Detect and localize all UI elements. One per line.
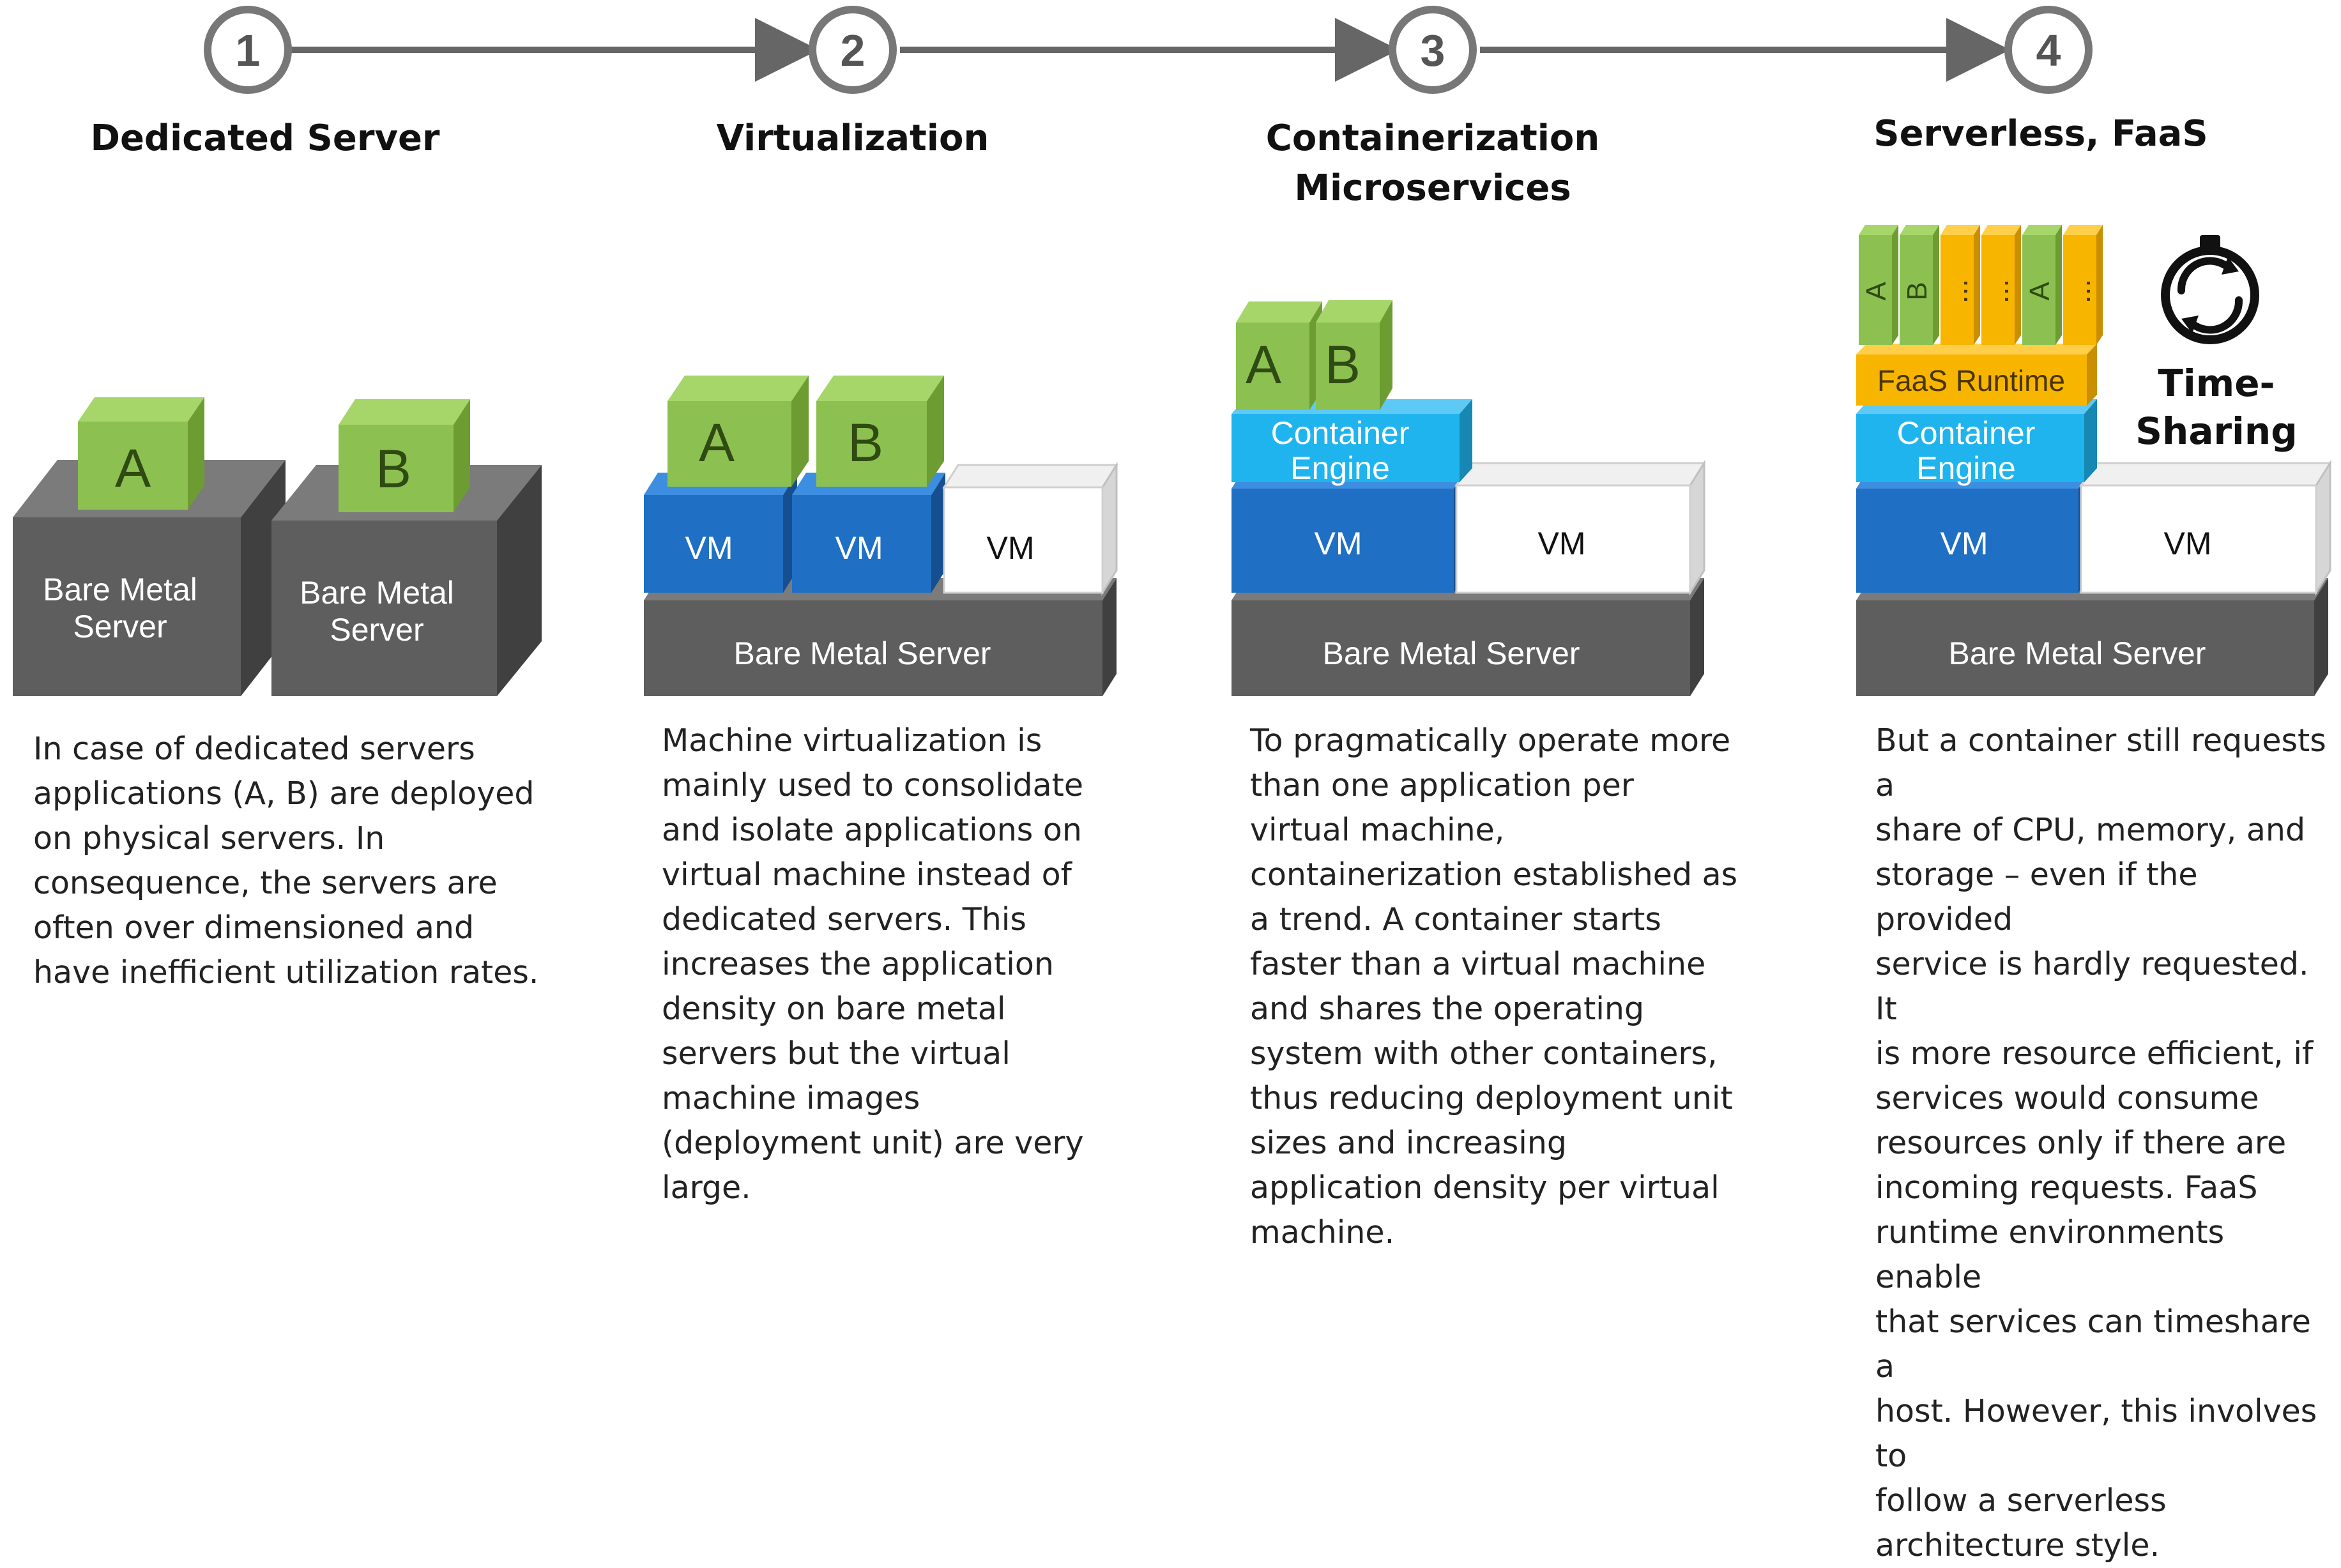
app-a-label-virtualization: A (699, 413, 735, 473)
app-cube-a: A (78, 397, 204, 510)
vm-1-label: VM (685, 530, 733, 566)
step-circle-2 (809, 6, 897, 94)
function-column-4: ... (1981, 225, 2021, 345)
step-title-3-line2: Microservices (1294, 167, 1571, 209)
app-cube-a-virtualization: A (667, 376, 809, 487)
engine-label-line2-containerization: Engine (1290, 450, 1390, 486)
description-virtualization: Machine virtualization is mainly used to… (662, 722, 1084, 1206)
description-serverless: But a container still requests a share o… (1875, 722, 2326, 1564)
server-label-serverless: Bare Metal Server (1949, 636, 2206, 671)
description-containerization: To pragmatically operate more than one a… (1250, 722, 1738, 1251)
step-title-4: Serverless, FaaS (1873, 113, 2208, 155)
container-engine-serverless: Container Engine (1856, 399, 2097, 486)
function-columns: A B ... ... (1859, 225, 2103, 345)
server-label-containerization: Bare Metal Server (1323, 636, 1580, 671)
step-number-3: 3 (1421, 26, 1445, 75)
timeline: 1 2 3 4 (204, 6, 2093, 94)
section-serverless: Bare Metal Server VM VM Container Engine (1856, 225, 2332, 696)
engine-label-line2-serverless: Engine (1916, 450, 2016, 486)
vm-1-label-containerization: VM (1315, 526, 1362, 561)
server-1-label-line2: Server (73, 609, 167, 644)
faas-runtime-label: FaaS Runtime (1877, 364, 2065, 397)
function-3-label: ... (1941, 279, 1974, 303)
step-title-3-line1: Containerization (1266, 118, 1600, 159)
app-a-label: A (115, 438, 151, 498)
step-number-1: 1 (236, 26, 261, 75)
app-b-label-containerization: B (1325, 335, 1361, 395)
description-dedicated-server: In case of dedicated servers application… (33, 731, 539, 991)
vm-1-label-serverless: VM (1941, 526, 1988, 561)
app-b-label-virtualization: B (848, 413, 883, 473)
step-circle-4 (2004, 6, 2093, 94)
vm-2-label-containerization: VM (1538, 526, 1586, 561)
app-cube-a-containerization: A (1236, 301, 1322, 410)
app-cube-b-virtualization: B (816, 376, 944, 487)
vm-2-label: VM (835, 530, 883, 566)
container-engine-containerization: Container Engine (1232, 399, 1472, 486)
server-2-label-line1: Bare Metal (300, 575, 454, 611)
vm-2-virtualization: VM (792, 473, 945, 593)
function-column-3: ... (1941, 225, 1980, 345)
server-2-label-line2: Server (330, 612, 423, 648)
server-1-label-line1: Bare Metal (43, 572, 197, 607)
time-sharing-label-line1: Time- (2158, 362, 2275, 405)
function-column-1: A (1859, 225, 1898, 345)
vm-2-label-serverless: VM (2164, 526, 2212, 561)
step-circle-1 (204, 6, 292, 94)
app-cube-b: B (339, 399, 470, 512)
server-label-virtualization: Bare Metal Server (734, 636, 991, 671)
step-title-2: Virtualization (717, 118, 989, 159)
step-number-4: 4 (2036, 26, 2061, 75)
function-1-label: A (1861, 282, 1892, 301)
engine-label-line1-containerization: Container (1271, 415, 1410, 451)
step-number-2: 2 (841, 26, 865, 75)
app-a-label-containerization: A (1246, 335, 1281, 395)
step-circle-3 (1389, 6, 1477, 94)
function-column-6: ... (2063, 225, 2103, 345)
function-2-label: B (1902, 282, 1933, 300)
vm-3-virtualization: VM (942, 461, 1118, 597)
vm-1-virtualization: VM (644, 473, 797, 593)
stopwatch-icon (2161, 235, 2259, 344)
vm-2-serverless: VM (2079, 459, 2332, 597)
section-virtualization: Bare Metal Server VM VM VM A (644, 376, 1118, 696)
function-4-label: ... (1981, 279, 2015, 303)
app-b-label: B (376, 439, 411, 499)
step-title-1: Dedicated Server (90, 118, 439, 159)
bare-metal-server-containerization: Bare Metal Server (1232, 578, 1704, 696)
vm-2-containerization: VM (1454, 459, 1706, 597)
faas-runtime: FaaS Runtime (1856, 344, 2097, 406)
function-column-2: B (1900, 225, 1939, 345)
function-column-5: A (2022, 225, 2062, 345)
section-containerization: Bare Metal Server VM VM Container Engine (1232, 300, 1706, 696)
bare-metal-server-serverless: Bare Metal Server (1856, 578, 2328, 696)
bare-metal-server-virtualization: Bare Metal Server (644, 578, 1117, 696)
app-cube-b-containerization: B (1316, 300, 1392, 410)
engine-label-line1-serverless: Container (1897, 415, 2036, 451)
function-6-label: ... (2063, 279, 2096, 303)
section-dedicated-server: Bare Metal Server A Bare Metal Server B (13, 397, 542, 696)
time-sharing-label-line2: Sharing (2135, 409, 2298, 453)
function-5-label: A (2024, 282, 2055, 301)
evolution-diagram: 1 2 3 4 Dedicated Server Virtualization … (13, 6, 2332, 696)
vm-3-label: VM (987, 530, 1035, 566)
